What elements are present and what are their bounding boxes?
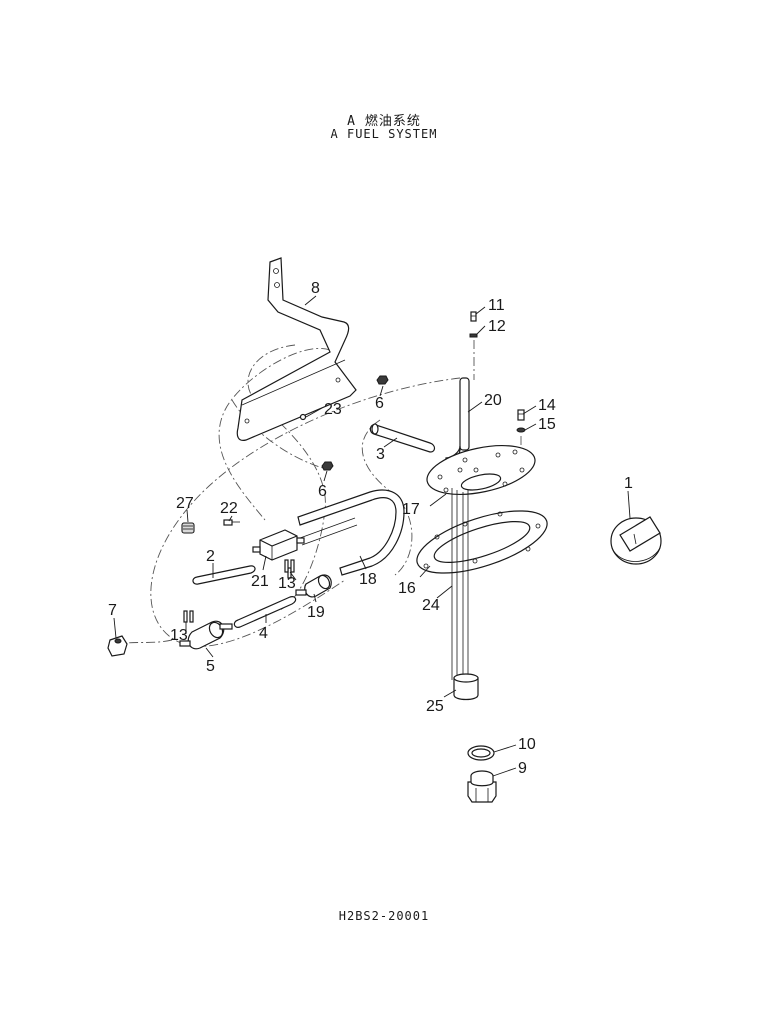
callout-27: 27 <box>176 495 194 512</box>
part-16-gasket <box>416 510 548 574</box>
callout-22: 22 <box>220 500 238 517</box>
part-13-clip-right <box>284 559 295 573</box>
part-14-bolt <box>517 409 525 421</box>
part-24-sender-rods <box>451 488 469 680</box>
part-22-screw <box>223 519 240 526</box>
callout-12: 12 <box>488 318 506 335</box>
diagram-title-chinese: A 燃油系统 <box>347 114 421 129</box>
part-9-plug <box>467 770 497 803</box>
diagram-title-english: A FUEL SYSTEM <box>330 127 438 141</box>
part-2-tube <box>192 565 256 585</box>
callout-18: 18 <box>359 571 377 588</box>
callout-13-right: 13 <box>278 575 296 592</box>
part-25-float <box>453 673 479 701</box>
callout-21: 21 <box>251 573 269 590</box>
callout-1: 1 <box>624 475 633 492</box>
part-6-nut-lower <box>321 461 334 471</box>
part-6-nut-upper <box>376 375 389 385</box>
callout-6-lower: 6 <box>318 483 327 500</box>
callout-17: 17 <box>402 501 420 518</box>
callout-24: 24 <box>422 597 440 614</box>
callout-14: 14 <box>538 397 556 414</box>
part-15-washer <box>516 427 526 433</box>
callout-8: 8 <box>311 280 320 297</box>
part-18-u-pipe <box>297 489 405 576</box>
part-7-valve <box>107 635 128 657</box>
callout-2: 2 <box>206 548 215 565</box>
callout-16: 16 <box>398 580 416 597</box>
page-code: H2BS2-20001 <box>338 909 430 923</box>
part-12-washer <box>469 333 478 338</box>
callout-7: 7 <box>108 602 117 619</box>
callout-13-left: 13 <box>170 627 188 644</box>
callout-25: 25 <box>426 698 444 715</box>
part-5-pump <box>179 620 233 650</box>
callout-4: 4 <box>259 625 268 642</box>
callout-5: 5 <box>206 658 215 675</box>
part-1-fuel-cap <box>610 516 662 565</box>
leader-lines <box>113 295 631 777</box>
callout-19: 19 <box>307 604 325 621</box>
callout-3: 3 <box>376 446 385 463</box>
part-10-o-ring <box>467 745 495 761</box>
callout-15: 15 <box>538 416 556 433</box>
part-17-flange <box>426 445 536 495</box>
callout-23: 23 <box>324 401 342 418</box>
callout-labels: 8 11 12 6 23 20 14 15 3 6 1 17 27 22 2 2… <box>108 280 633 777</box>
callout-11: 11 <box>488 297 505 314</box>
part-19-filter <box>287 567 332 598</box>
part-4-tube <box>233 596 297 628</box>
part-21-valve-block <box>252 529 305 561</box>
part-3-tube <box>369 423 436 453</box>
part-11-bolt <box>470 311 477 322</box>
callout-6-upper: 6 <box>375 395 384 412</box>
part-8-bracket <box>236 257 357 441</box>
part-23-washer <box>299 413 307 421</box>
callout-9: 9 <box>518 760 527 777</box>
part-13-clip-left <box>183 610 194 623</box>
part-27-fitting <box>181 522 195 534</box>
callout-20: 20 <box>484 392 502 409</box>
callout-10: 10 <box>518 736 536 753</box>
